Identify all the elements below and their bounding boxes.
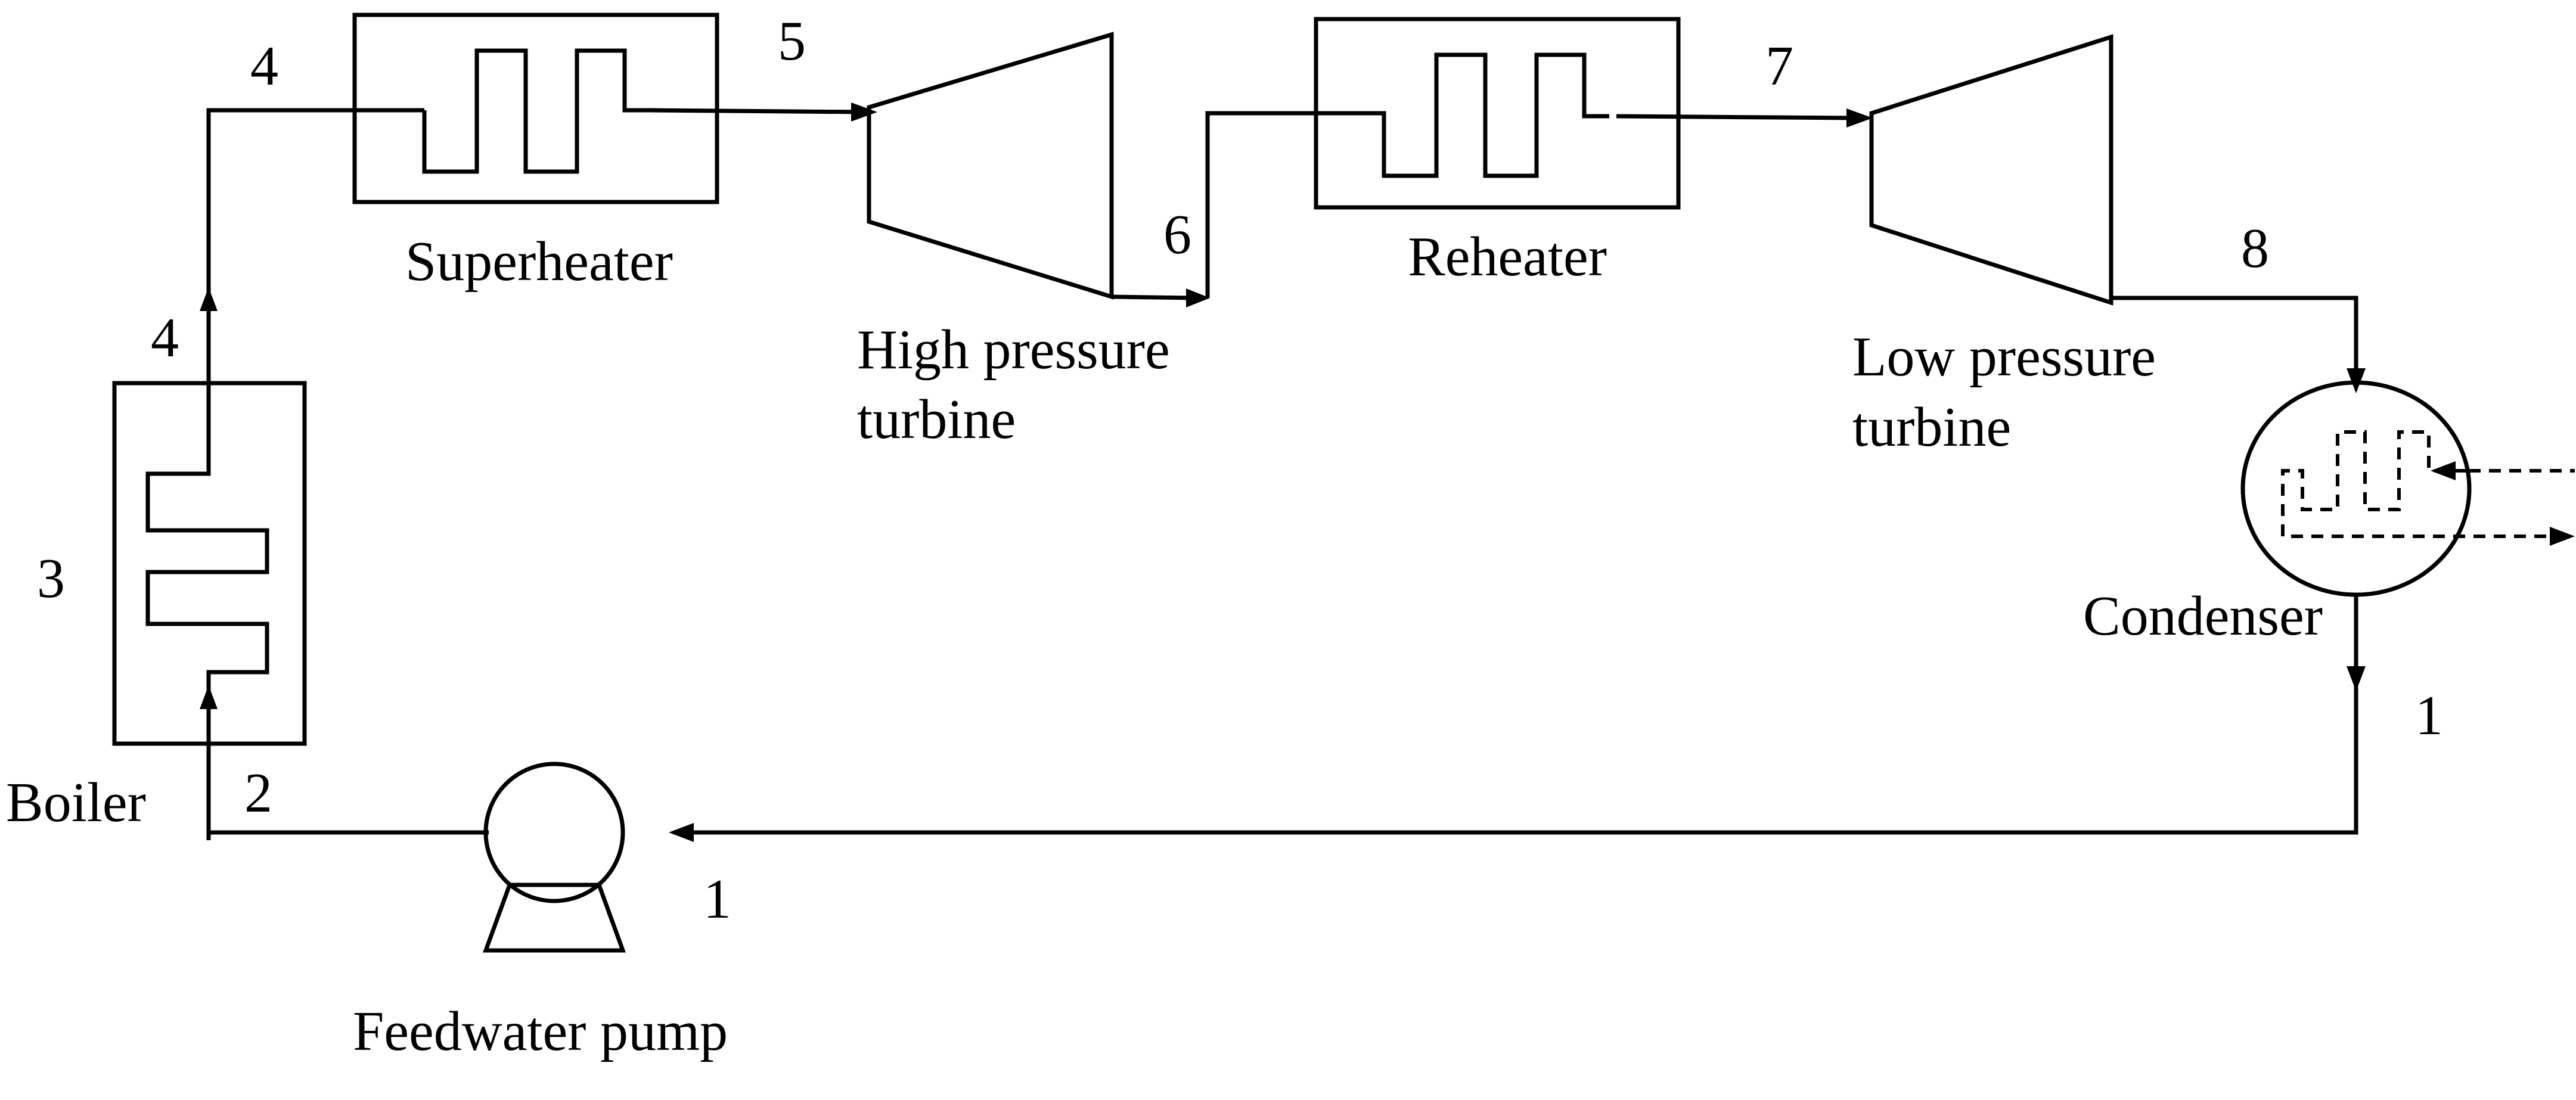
boiler-tube-coil [145, 442, 269, 696]
state-point-6: 6 [1163, 204, 1191, 266]
pipe-hp-turbine-to-reheater [1111, 111, 1359, 300]
state-point-5: 5 [778, 10, 806, 72]
reheater-box [1314, 17, 1681, 210]
low-pressure-turbine [1869, 34, 2113, 306]
label-hp-turbine-line2: turbine [857, 389, 1016, 450]
arrow-boiler-outlet [200, 287, 218, 311]
arrow-condenser-outlet [2347, 666, 2366, 691]
superheater [352, 13, 719, 204]
state-point-4-lower: 4 [151, 307, 179, 369]
state-point-4-upper: 4 [250, 35, 278, 97]
reheater-tube-coil [1359, 52, 1609, 178]
high-pressure-turbine [867, 32, 1114, 300]
reheater [1314, 17, 1681, 210]
state-point-1-pump: 1 [703, 868, 731, 930]
pipe-boiler-to-superheater [206, 108, 424, 442]
state-point-8: 8 [2241, 217, 2269, 279]
feedwater-pump [483, 762, 626, 953]
label-lp-turbine-line2: turbine [1852, 396, 2011, 458]
arrow-hp-turbine-inlet [851, 102, 877, 122]
state-point-2: 2 [244, 762, 272, 824]
pipe-reheater-to-lp-turbine [1616, 114, 1854, 120]
label-boiler: Boiler [6, 772, 146, 834]
condenser-cooling-coil [2281, 430, 2554, 538]
pump-base [483, 883, 626, 953]
arrow-boiler-inlet [200, 685, 218, 709]
pipe-lp-turbine-to-condenser [2111, 296, 2358, 381]
label-reheater: Reheater [1408, 226, 1607, 288]
label-hp-turbine-line1: High pressure [857, 319, 1170, 381]
pump-casing [483, 762, 625, 903]
pipe-superheater-to-hp-turbine [649, 108, 865, 114]
superheater-tube-coil [422, 48, 650, 174]
superheater-box [352, 13, 719, 204]
condenser-shell [2240, 380, 2472, 597]
arrow-cooling-water-in [2431, 461, 2456, 480]
arrow-cooling-water-out [2550, 527, 2575, 546]
label-condenser: Condenser [2083, 585, 2323, 647]
arrow-lp-turbine-inlet [1846, 108, 1873, 128]
state-point-7: 7 [1765, 35, 1793, 97]
condenser [2240, 380, 2575, 597]
arrow-pump-inlet [669, 823, 694, 842]
label-superheater: Superheater [405, 231, 673, 293]
label-feedwater-pump: Feedwater pump [353, 1000, 728, 1062]
label-lp-turbine-line1: Low pressure [1852, 326, 2156, 388]
state-point-3: 3 [37, 548, 65, 610]
arrow-hp-turbine-outlet [1186, 288, 1210, 307]
state-point-1-condenser: 1 [2415, 685, 2443, 747]
